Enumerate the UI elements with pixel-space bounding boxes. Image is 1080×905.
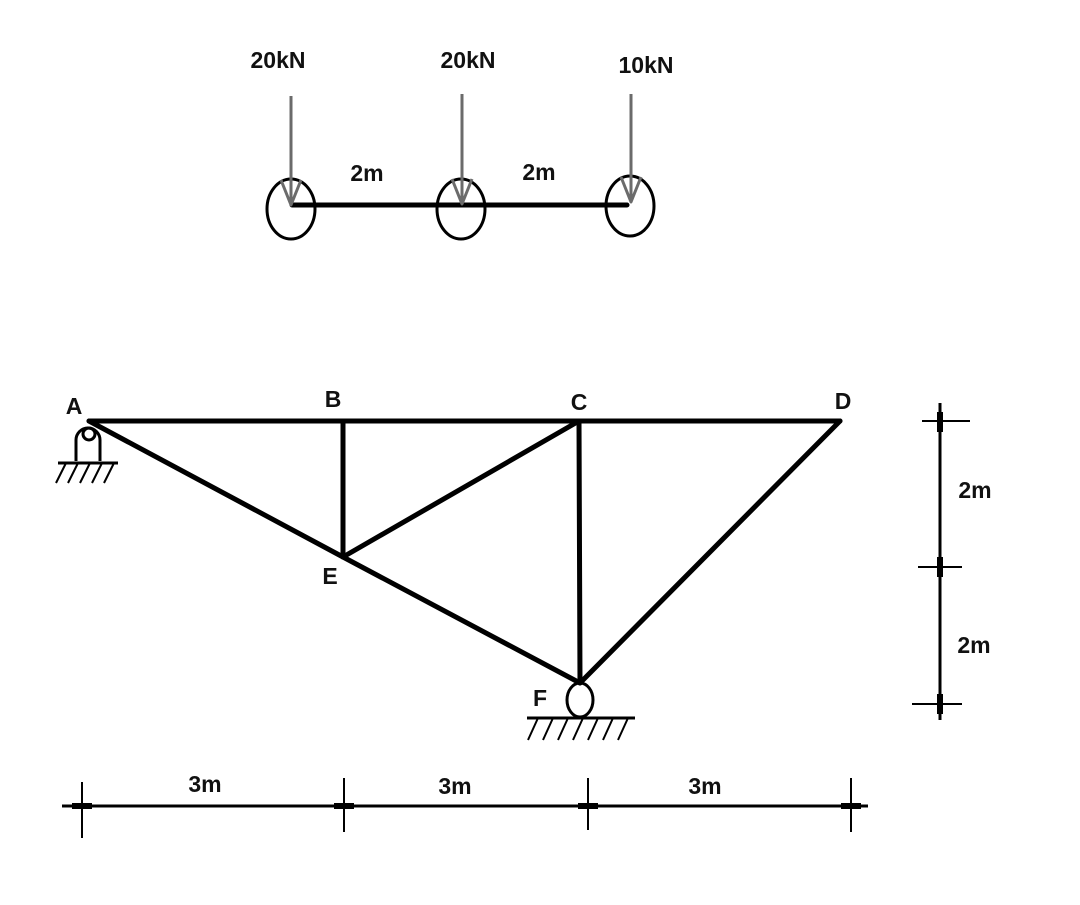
roller-support-f <box>527 681 635 741</box>
node-label-d: D <box>835 388 852 414</box>
node-label-e: E <box>322 563 337 589</box>
truss-members <box>86 418 843 686</box>
load-spacing-1: 2m <box>350 160 383 186</box>
horizontal-dimension: 3m 3m 3m <box>62 771 868 838</box>
load-arrow-2 <box>450 94 474 206</box>
member-fd <box>577 418 843 686</box>
horizontal-dim-label-2: 3m <box>438 773 471 799</box>
load-diagram: 20kN 20kN 10kN 2m 2m <box>251 47 674 241</box>
load-arrow-3 <box>619 94 643 204</box>
vertical-dimension: 2m 2m <box>912 403 992 720</box>
member-ef <box>340 554 583 686</box>
member-cf <box>576 418 583 686</box>
node-label-a: A <box>66 393 83 419</box>
load-label-2: 20kN <box>441 47 496 73</box>
node-label-b: B <box>325 386 342 412</box>
load-label-3: 10kN <box>619 52 674 78</box>
pin-support-a <box>55 426 118 484</box>
member-ec <box>340 418 582 560</box>
node-label-c: C <box>571 389 588 415</box>
vertical-dim-label-2: 2m <box>957 632 990 658</box>
load-arrow-1 <box>279 96 303 207</box>
vertical-dim-label-1: 2m <box>958 477 991 503</box>
load-spacing-2: 2m <box>522 159 555 185</box>
node-label-f: F <box>533 685 547 711</box>
horizontal-dim-label-3: 3m <box>688 773 721 799</box>
member-ae <box>86 418 346 560</box>
load-label-1: 20kN <box>251 47 306 73</box>
horizontal-dim-label-1: 3m <box>188 771 221 797</box>
